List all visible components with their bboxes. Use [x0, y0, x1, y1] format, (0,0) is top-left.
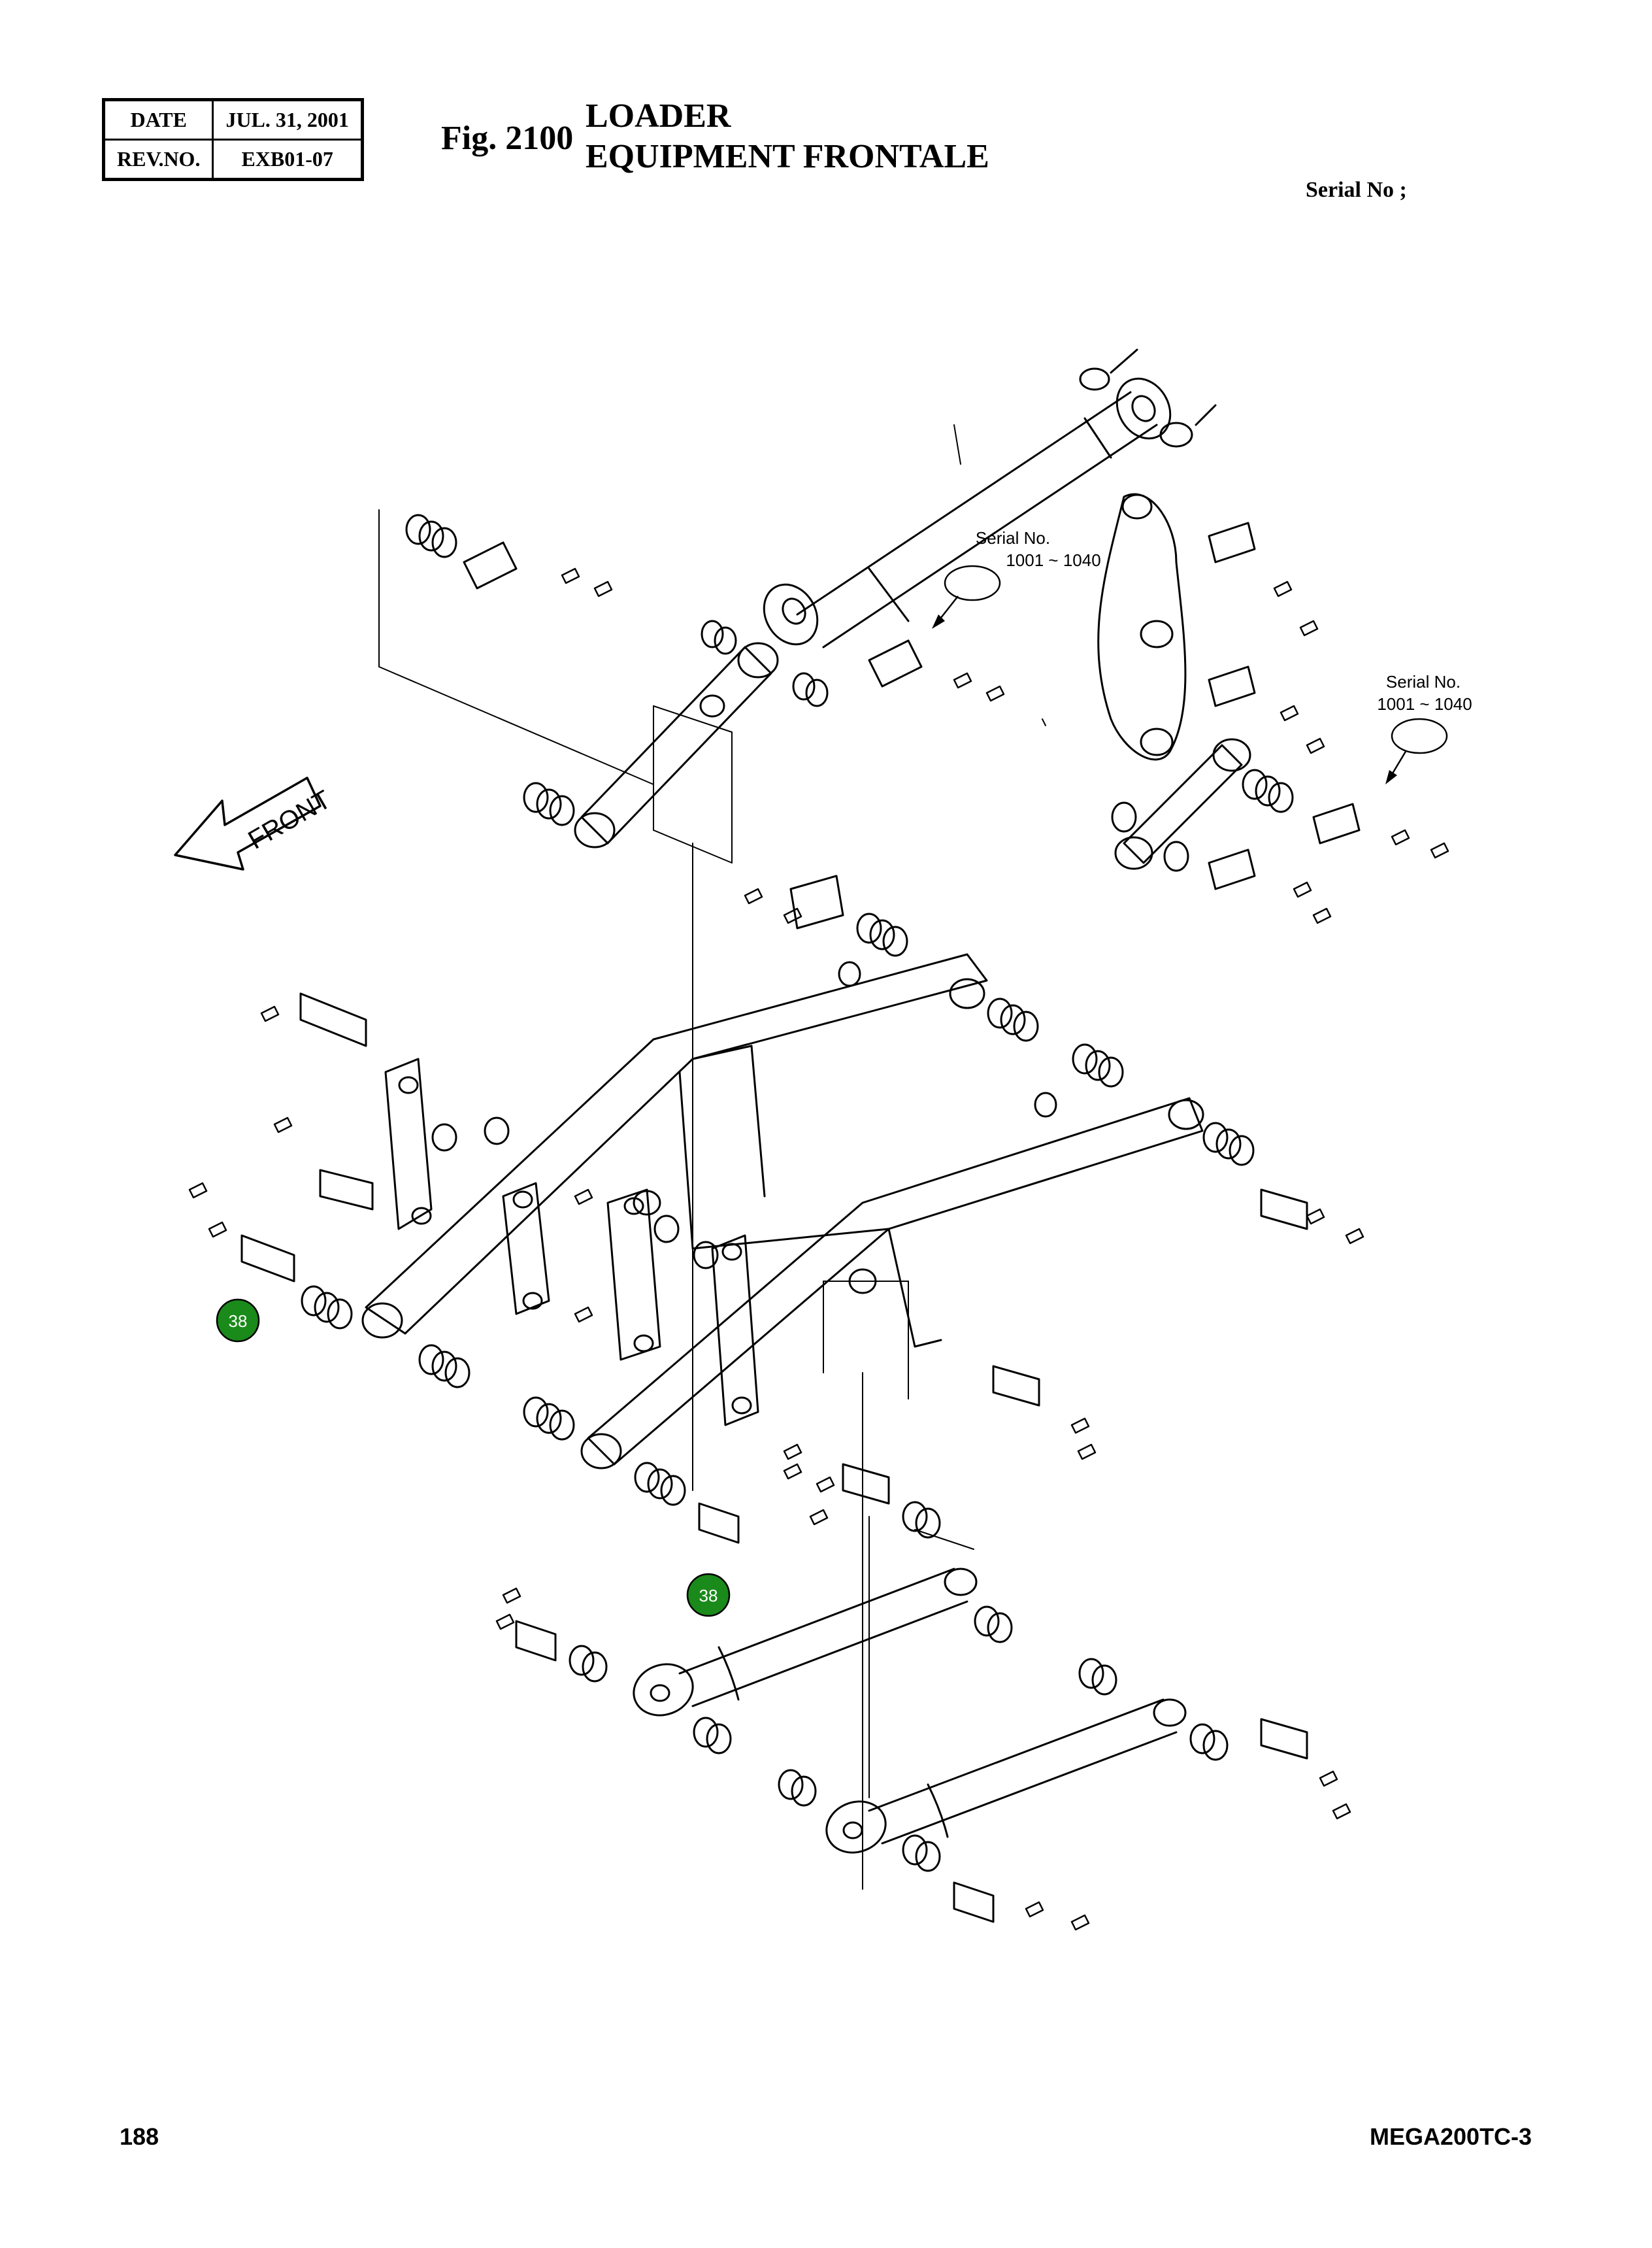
part-marker-1[interactable]: 38: [216, 1298, 260, 1343]
lower-right-link: [1114, 738, 1251, 870]
title-english: LOADER: [586, 97, 731, 135]
side-plate-center: [606, 1188, 661, 1361]
loader-frame: [361, 953, 1204, 1469]
title-french: EQUIPMENT FRONTALE: [586, 138, 989, 175]
part-marker-1-label: 38: [229, 1311, 248, 1331]
serial-number-label: Serial No ;: [1306, 178, 1407, 202]
serial-callout-1-line1: Serial No.: [976, 528, 1050, 548]
bucket-cylinder-right: [825, 1698, 1187, 1854]
serial-callout-2-line1: Serial No.: [1386, 672, 1461, 692]
side-plate-mid: [502, 1182, 550, 1315]
bolts: [188, 567, 1449, 1931]
side-plate-right: [711, 1234, 759, 1426]
leader-lines: [378, 424, 1046, 1890]
date-label: DATE: [102, 99, 214, 141]
page-number: 188: [120, 2123, 159, 2150]
model-name: MEGA200TC-3: [1370, 2123, 1532, 2150]
boom-cylinder-top: [763, 348, 1217, 648]
rev-label: REV.NO.: [102, 139, 214, 180]
serial-callout-2-line2: 1001 ~ 1040: [1377, 694, 1472, 714]
part-marker-2[interactable]: 38: [686, 1573, 731, 1617]
seal-rings: [301, 514, 1294, 1872]
pins: [240, 522, 1361, 1923]
bellcrank-lever: [1097, 493, 1187, 761]
date-value: JUL. 31, 2001: [212, 99, 363, 141]
serial-callout-1-line2: 1001 ~ 1040: [1006, 550, 1100, 570]
front-direction-arrow: [174, 777, 322, 871]
serial-callout-1: Serial No. 1001 ~ 1040: [932, 528, 1101, 629]
serial-callout-2: Serial No. 1001 ~ 1040: [1377, 672, 1472, 784]
upper-link: [574, 642, 779, 848]
side-plate-left: [384, 1058, 433, 1230]
part-marker-2-label: 38: [699, 1586, 718, 1605]
figure-number: Fig. 2100: [441, 120, 574, 157]
revision-info-box: DATE JUL. 31, 2001 REV.NO. EXB01-07: [102, 98, 364, 181]
rev-value: EXB01-07: [212, 139, 363, 180]
front-label: FRONT: [244, 785, 336, 855]
bucket-cylinder-left: [633, 1568, 978, 1717]
